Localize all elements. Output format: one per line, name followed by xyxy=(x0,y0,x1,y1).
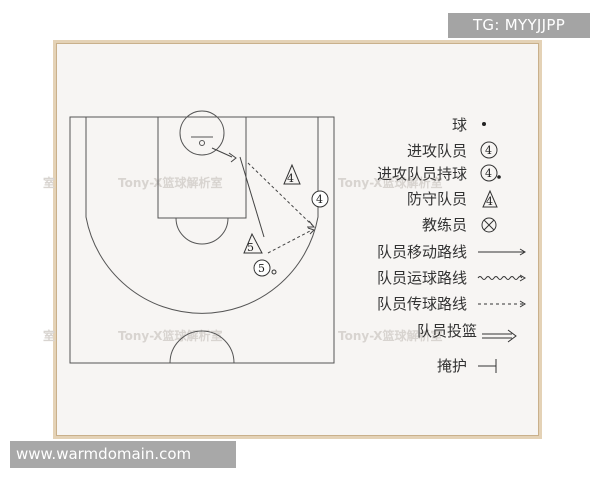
defensive-player-icon: 4 xyxy=(482,189,498,208)
top-tag-label: TG: MYYJJPP xyxy=(448,13,590,38)
ball-icon xyxy=(482,122,486,126)
free-throw-circle xyxy=(175,217,229,245)
screen-line xyxy=(239,156,265,238)
watermark: Tony-X篮球解析室 xyxy=(118,328,222,343)
pass-line-right xyxy=(247,162,313,226)
watermark: Tony-X篮球解析室 xyxy=(118,175,222,190)
legend-movement-label: 队员移动路线 xyxy=(377,243,467,261)
legend-coach-label: 教练员 xyxy=(422,216,467,234)
svg-text:5: 5 xyxy=(258,262,265,275)
defensive-player-5: 5 xyxy=(243,232,263,254)
ball-mark xyxy=(271,269,277,275)
svg-text:4: 4 xyxy=(485,167,492,180)
offensive-player-icon: 4 xyxy=(480,141,498,159)
paint xyxy=(157,116,247,219)
dribble-wave-icon xyxy=(477,274,526,282)
pass-arrowhead-left xyxy=(307,227,315,235)
pass-dashed-icon xyxy=(478,300,526,308)
restricted-arc xyxy=(179,132,225,156)
watermark: 室 xyxy=(43,175,55,190)
offensive-player-4: 4 xyxy=(311,190,329,208)
movement-arrow-icon xyxy=(478,248,526,256)
watermark: 室 xyxy=(43,328,55,343)
screen-icon xyxy=(478,359,497,373)
three-point-line xyxy=(85,117,319,314)
offensive-player-5-with-ball: 5 xyxy=(253,259,277,277)
play-action xyxy=(211,147,316,254)
legend-defensive-label: 防守队员 xyxy=(407,190,467,208)
legend: 球 进攻队员 4 进攻队员持球 4 防守队员 4 教练员 队员移动路线 xyxy=(377,116,526,375)
legend-ball-label: 球 xyxy=(452,116,467,134)
hoop xyxy=(199,140,205,146)
legend-screen-label: 掩护 xyxy=(437,357,467,375)
legend-dribble-label: 队员运球路线 xyxy=(377,269,467,287)
legend-pass-label: 队员传球路线 xyxy=(377,295,467,313)
legend-offensive-label: 进攻队员 xyxy=(407,142,467,160)
defensive-player-4: 4 xyxy=(283,163,301,185)
footer-url-label: www.warmdomain.com xyxy=(10,441,236,468)
half-court xyxy=(69,110,335,364)
pass-line-left xyxy=(267,229,313,254)
svg-text:5: 5 xyxy=(247,241,254,254)
shot-double-arrow-icon xyxy=(482,329,517,343)
key-circle-upper xyxy=(179,110,225,134)
watermark: Tony-X篮球解析室 xyxy=(338,175,442,190)
svg-text:4: 4 xyxy=(486,195,493,208)
offensive-player-with-ball-icon: 4 xyxy=(480,164,501,182)
pass-line-top xyxy=(211,147,233,158)
court-boundary xyxy=(69,116,335,364)
center-circle xyxy=(169,330,235,364)
legend-shot-label: 队员投篮 xyxy=(417,322,477,340)
svg-text:4: 4 xyxy=(316,193,323,206)
diagram-board xyxy=(53,40,542,439)
coach-icon xyxy=(481,217,497,233)
pass-arrowhead-top xyxy=(228,152,237,163)
legend-offensive-ball-label: 进攻队员持球 xyxy=(377,165,467,183)
pass-arrowhead-right xyxy=(307,220,316,228)
svg-text:4: 4 xyxy=(485,144,492,157)
svg-text:4: 4 xyxy=(287,172,294,185)
watermark: Tony-X篮球解析室 xyxy=(338,328,442,343)
